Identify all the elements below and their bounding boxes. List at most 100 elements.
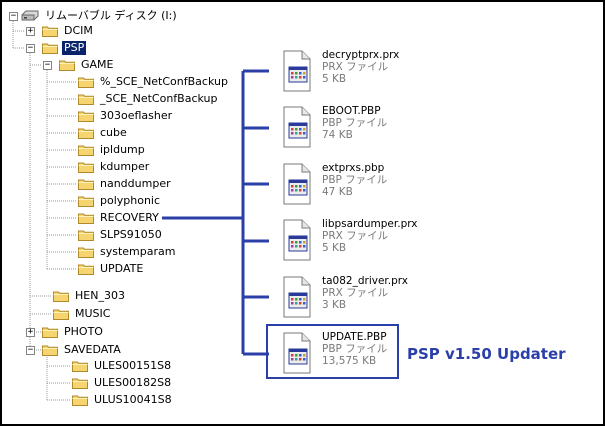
file-meta: decryptprx.prx PRX ファイル 5 KB	[322, 49, 399, 93]
expand-dcim-button[interactable]: +	[26, 26, 35, 36]
tree-item-nanddumper[interactable]: nanddumper	[78, 176, 173, 192]
folder-icon	[78, 145, 94, 156]
removable-drive-icon	[21, 10, 39, 21]
tree-item-psp[interactable]: PSP	[42, 40, 87, 56]
tree-item-ulus10041s8[interactable]: ULUS10041S8	[72, 392, 174, 408]
folder-icon	[78, 77, 94, 88]
tree-item-label: SLPS91050	[100, 228, 162, 241]
tree-item-ules00182s8[interactable]: ULES00182S8	[72, 375, 173, 391]
folder-icon	[78, 247, 94, 258]
tree-item-cube[interactable]: cube	[78, 125, 129, 141]
tree-item-sce-netconfbackup[interactable]: _SCE_NetConfBackup	[78, 91, 220, 107]
file-size: 5 KB	[322, 242, 347, 254]
file-meta: ta082_driver.prx PRX ファイル 3 KB	[322, 275, 408, 319]
file-type: PBP ファイル	[322, 174, 388, 186]
tree-root-drive[interactable]: リムーバブル ディスク (I:)	[21, 8, 179, 24]
file-type: PRX ファイル	[322, 61, 389, 73]
tree-item-label: SAVEDATA	[64, 343, 121, 356]
tree-item-label: systemparam	[100, 245, 176, 258]
collapse-psp-button[interactable]: −	[26, 43, 35, 53]
folder-icon	[42, 345, 58, 356]
file-name: EBOOT.PBP	[322, 105, 381, 117]
file-type: PBP ファイル	[322, 343, 388, 355]
folder-icon	[42, 327, 58, 338]
expand-photo-button[interactable]: +	[26, 327, 35, 337]
folder-icon	[59, 60, 75, 71]
file-type: PRX ファイル	[322, 287, 389, 299]
tree-item-kdumper[interactable]: kdumper	[78, 159, 151, 175]
folder-icon	[42, 26, 58, 37]
tree-item-polyphonic[interactable]: polyphonic	[78, 193, 162, 209]
tree-item-label: ULUS10041S8	[94, 393, 172, 406]
folder-icon	[78, 162, 94, 173]
tree-item-label: RECOVERY	[100, 211, 159, 224]
file-meta: EBOOT.PBP PBP ファイル 74 KB	[322, 105, 387, 149]
tree-item-photo[interactable]: PHOTO	[42, 324, 105, 340]
tree-item-label: kdumper	[100, 160, 150, 173]
collapse-game-button[interactable]: −	[43, 60, 52, 70]
folder-icon	[42, 43, 58, 54]
folder-icon	[72, 361, 88, 372]
file-item-eboot-pbp[interactable]: EBOOT.PBP PBP ファイル 74 KB	[278, 105, 387, 149]
file-item-ta082-driver-prx[interactable]: ta082_driver.prx PRX ファイル 3 KB	[278, 275, 408, 319]
tree-item-music[interactable]: MUSIC	[53, 306, 112, 322]
tree-root-label: リムーバブル ディスク (I:)	[45, 9, 177, 22]
folder-icon	[78, 94, 94, 105]
tree-item-label: ipldump	[100, 143, 145, 156]
tree-item-slps91050[interactable]: SLPS91050	[78, 227, 164, 243]
file-size: 5 KB	[322, 73, 347, 85]
file-icon	[283, 50, 311, 92]
file-size: 3 KB	[322, 299, 347, 311]
file-icon	[283, 106, 311, 148]
tree-item-label: polyphonic	[100, 194, 161, 207]
file-name: ta082_driver.prx	[322, 275, 409, 287]
file-item-update-pbp[interactable]: UPDATE.PBP PBP ファイル 13,575 KB	[278, 331, 387, 375]
folder-icon	[78, 230, 94, 241]
file-item-extprxs-pbp[interactable]: extprxs.pbp PBP ファイル 47 KB	[278, 162, 387, 206]
file-icon	[283, 219, 311, 261]
file-type: PBP ファイル	[322, 117, 388, 129]
file-item-libpsardumper-prx[interactable]: libpsardumper.prx PRX ファイル 5 KB	[278, 218, 417, 262]
tree-item-label: HEN_303	[75, 289, 125, 302]
tree-item-label: _SCE_NetConfBackup	[100, 92, 218, 105]
tree-item-label: PHOTO	[64, 325, 103, 338]
file-item-decryptprx-prx[interactable]: decryptprx.prx PRX ファイル 5 KB	[278, 49, 399, 93]
file-name: UPDATE.PBP	[322, 331, 387, 343]
file-size: 13,575 KB	[322, 355, 377, 367]
tree-item-label: DCIM	[64, 24, 93, 37]
file-size: 47 KB	[322, 186, 353, 198]
folder-icon	[72, 395, 88, 406]
tree-item-dcim[interactable]: DCIM	[42, 23, 95, 39]
highlight-box	[266, 324, 399, 379]
folder-icon	[78, 196, 94, 207]
file-meta: extprxs.pbp PBP ファイル 47 KB	[322, 162, 387, 206]
tree-item-sce-netconfbackup-pct[interactable]: %_SCE_NetConfBackup	[78, 74, 230, 90]
file-size: 74 KB	[322, 129, 353, 141]
caption-label: PSP v1.50 Updater	[407, 345, 566, 363]
tree-item-update[interactable]: UPDATE	[78, 261, 145, 277]
file-name: decryptprx.prx	[322, 49, 400, 61]
tree-item-hen-303[interactable]: HEN_303	[53, 288, 127, 304]
tree-item-label: ULES00182S8	[94, 376, 172, 389]
folder-icon	[53, 309, 69, 320]
tree-item-game[interactable]: GAME	[59, 57, 116, 73]
collapse-root-button[interactable]: −	[9, 11, 18, 21]
folder-icon	[78, 179, 94, 190]
file-name: libpsardumper.prx	[322, 218, 418, 230]
tree-item-label: ULES00151S8	[94, 359, 172, 372]
tree-item-label: cube	[100, 126, 127, 139]
tree-item-label: GAME	[81, 58, 114, 71]
collapse-savedata-button[interactable]: −	[26, 345, 35, 355]
tree-item-label: nanddumper	[100, 177, 171, 190]
file-icon	[283, 332, 311, 374]
folder-icon	[78, 213, 94, 224]
tree-item-recovery[interactable]: RECOVERY	[78, 210, 161, 226]
tree-item-303oeflasher[interactable]: 303oeflasher	[78, 108, 174, 124]
tree-item-systemparam[interactable]: systemparam	[78, 244, 177, 260]
file-type: PRX ファイル	[322, 230, 389, 242]
tree-item-savedata[interactable]: SAVEDATA	[42, 342, 123, 358]
tree-item-ules00151s8[interactable]: ULES00151S8	[72, 358, 173, 374]
tree-item-ipldump[interactable]: ipldump	[78, 142, 147, 158]
